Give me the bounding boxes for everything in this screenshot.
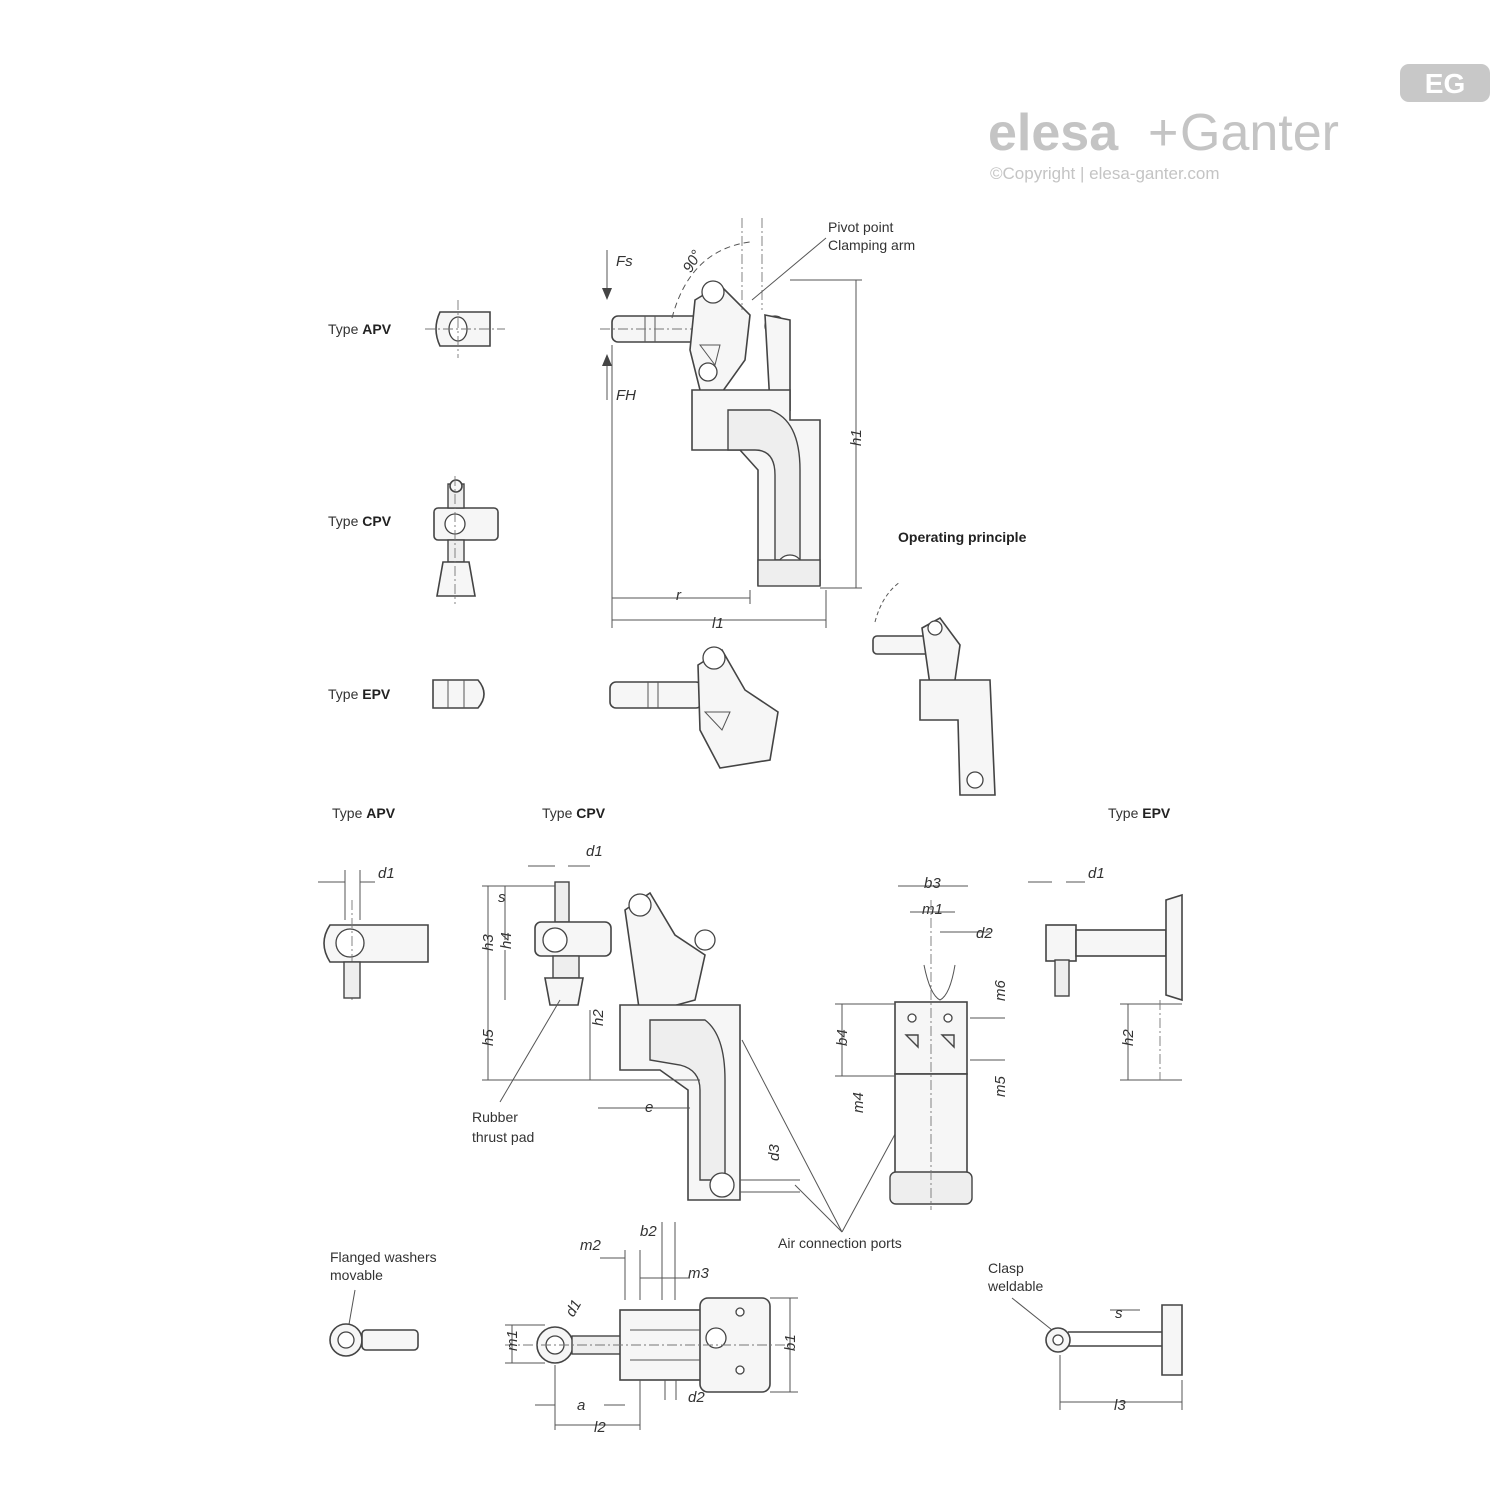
dim-b3: b3 — [924, 875, 941, 892]
pivot-point-label: Pivot point — [828, 219, 893, 235]
dim-m5: m5 — [992, 1076, 1009, 1097]
air-ports-label: Air connection ports — [778, 1235, 902, 1251]
top-view-drawing: m2 b2 m3 d1 m1 b1 a — [504, 1222, 799, 1436]
dim-b1: b1 — [782, 1334, 799, 1351]
angle-label: 90° — [680, 247, 706, 275]
dim-d2-front: d2 — [976, 925, 993, 942]
epv-detail-drawing: d1 h2 — [1028, 865, 1183, 1081]
rubber-pad-label-2: thrust pad — [472, 1129, 534, 1145]
dim-a: a — [577, 1397, 585, 1414]
dim-e: e — [645, 1099, 653, 1116]
force-fs-label: Fs — [616, 253, 633, 270]
cpv-detail-drawing: d1 s h3 h4 h5 h2 e d3 Rubber thrust pad — [472, 843, 902, 1251]
type-cpv-top: Type CPV — [328, 476, 499, 604]
dim-s-clasp: s — [1115, 1305, 1123, 1322]
dim-h5: h5 — [480, 1029, 497, 1046]
type-epv-bottom-label: Type EPV — [1108, 805, 1171, 821]
flanged-washers-label-2: movable — [330, 1267, 383, 1283]
dim-m3-top: m3 — [688, 1265, 709, 1282]
dim-h4: h4 — [498, 932, 515, 949]
type-epv-label: Type EPV — [328, 686, 391, 702]
clasp-label-1: Clasp — [988, 1260, 1024, 1276]
type-epv-top: Type EPV — [328, 679, 485, 709]
type-apv-top: Type APV — [328, 300, 505, 358]
dim-m1-top: m1 — [504, 1330, 521, 1351]
dim-h2-epv: h2 — [1120, 1029, 1137, 1046]
type-cpv-label: Type CPV — [328, 513, 392, 529]
dim-d1-cpv: d1 — [586, 843, 603, 860]
dim-r: r — [676, 587, 682, 604]
logo-badge-icon — [1400, 64, 1490, 102]
flanged-washers-drawing: Flanged washers movable — [329, 1249, 437, 1357]
dim-l3: l3 — [1114, 1397, 1126, 1414]
dim-d3: d3 — [766, 1144, 783, 1161]
logo-badge-text: EG — [1425, 68, 1465, 99]
dim-l1: l1 — [712, 615, 724, 632]
clasp-label-2: weldable — [987, 1278, 1043, 1294]
dim-m6: m6 — [992, 980, 1009, 1001]
dim-d2-top: d2 — [688, 1389, 705, 1406]
force-fh-label: FH — [616, 387, 636, 404]
flanged-washers-label-1: Flanged washers — [330, 1249, 437, 1265]
main-clamp-drawing: 90° Fs FH h1 r l1 Pivot point Clamping a… — [600, 218, 915, 632]
dim-b2: b2 — [640, 1223, 657, 1240]
brand-logo: EG elesa + Ganter ©Copyright | elesa-gan… — [988, 64, 1490, 183]
dim-d1-apv: d1 — [378, 865, 395, 882]
rubber-pad-label-1: Rubber — [472, 1109, 518, 1125]
dim-m2: m2 — [580, 1237, 601, 1254]
front-view-drawing: b3 m1 d2 b4 m4 m6 m5 — [834, 875, 1009, 1210]
type-cpv-bottom-label: Type CPV — [542, 805, 606, 821]
epv-arm-drawing — [609, 646, 779, 769]
dim-m1-front: m1 — [922, 901, 943, 918]
dim-d1-top: d1 — [562, 1297, 585, 1320]
copyright-text: ©Copyright | elesa-ganter.com — [990, 164, 1220, 183]
dim-s-cpv: s — [498, 889, 506, 906]
type-apv-bottom-label: Type APV — [332, 805, 396, 821]
type-apv-label: Type APV — [328, 321, 392, 337]
dim-b4: b4 — [834, 1029, 851, 1046]
logo-plus: + — [1148, 104, 1178, 162]
clamping-arm-label: Clamping arm — [828, 237, 915, 253]
dim-h3: h3 — [480, 934, 497, 951]
clasp-drawing: Clasp weldable s l3 — [987, 1260, 1183, 1414]
dim-l2: l2 — [594, 1419, 606, 1436]
operating-principle-drawing: Operating principle — [872, 529, 1027, 796]
operating-principle-title: Operating principle — [898, 529, 1027, 545]
logo-ganter: Ganter — [1180, 104, 1339, 162]
dim-h2-cpv: h2 — [590, 1009, 607, 1026]
dim-d1-epv: d1 — [1088, 865, 1105, 882]
apv-detail-drawing: d1 — [318, 865, 429, 1002]
dim-h1: h1 — [848, 429, 865, 446]
logo-elesa: elesa — [988, 104, 1119, 162]
dim-m4: m4 — [850, 1092, 867, 1113]
